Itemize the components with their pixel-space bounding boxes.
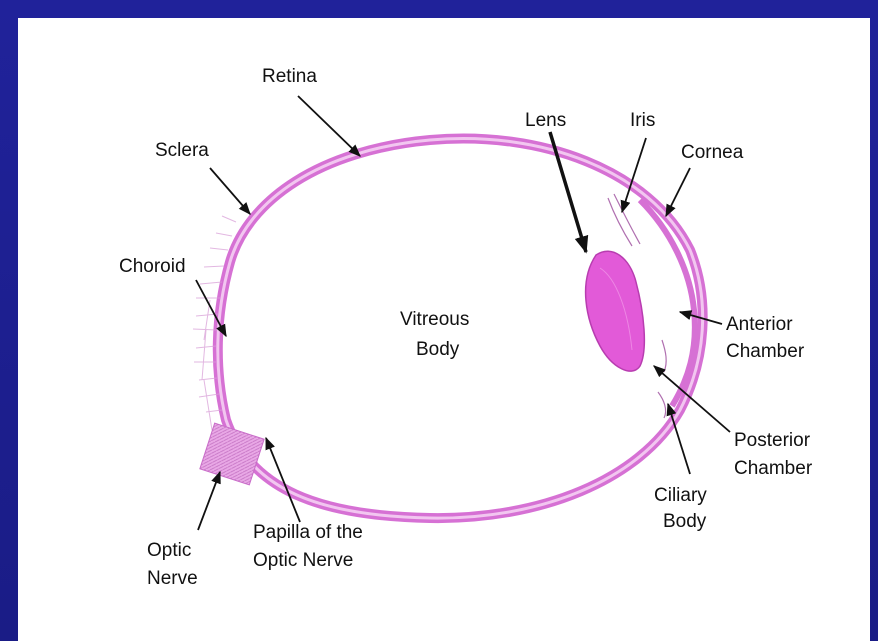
label-retina: Retina	[262, 66, 317, 87]
cornea-wall	[640, 200, 695, 406]
label-posterior-chamber-2: Chamber	[734, 458, 813, 479]
label-anterior-chamber-1: Anterior	[726, 314, 793, 335]
ciliary-tissue	[658, 340, 666, 418]
label-sclera: Sclera	[155, 140, 209, 161]
lens-shape	[586, 251, 645, 371]
label-choroid: Choroid	[119, 256, 186, 277]
label-cornea: Cornea	[681, 142, 744, 163]
arrow-sclera	[210, 168, 250, 214]
label-papilla-2: Optic Nerve	[253, 550, 353, 571]
iris-tissue	[608, 194, 640, 246]
label-vitreous-body-2: Body	[416, 339, 460, 360]
label-optic-nerve-1: Optic	[147, 540, 191, 561]
label-vitreous-body-1: Vitreous	[400, 309, 469, 330]
arrow-optic-nerve	[198, 472, 220, 530]
optic-nerve	[200, 423, 264, 485]
label-optic-nerve-2: Nerve	[147, 568, 198, 589]
label-ciliary-body-1: Ciliary	[654, 485, 707, 506]
arrow-retina	[298, 96, 360, 156]
label-papilla-1: Papilla of the	[253, 522, 363, 543]
label-lens: Lens	[525, 110, 566, 131]
label-posterior-chamber-1: Posterior	[734, 430, 811, 451]
label-ciliary-body-2: Body	[663, 511, 707, 532]
label-iris: Iris	[630, 110, 655, 131]
arrow-cornea	[666, 168, 690, 216]
label-anterior-chamber-2: Chamber	[726, 341, 805, 362]
